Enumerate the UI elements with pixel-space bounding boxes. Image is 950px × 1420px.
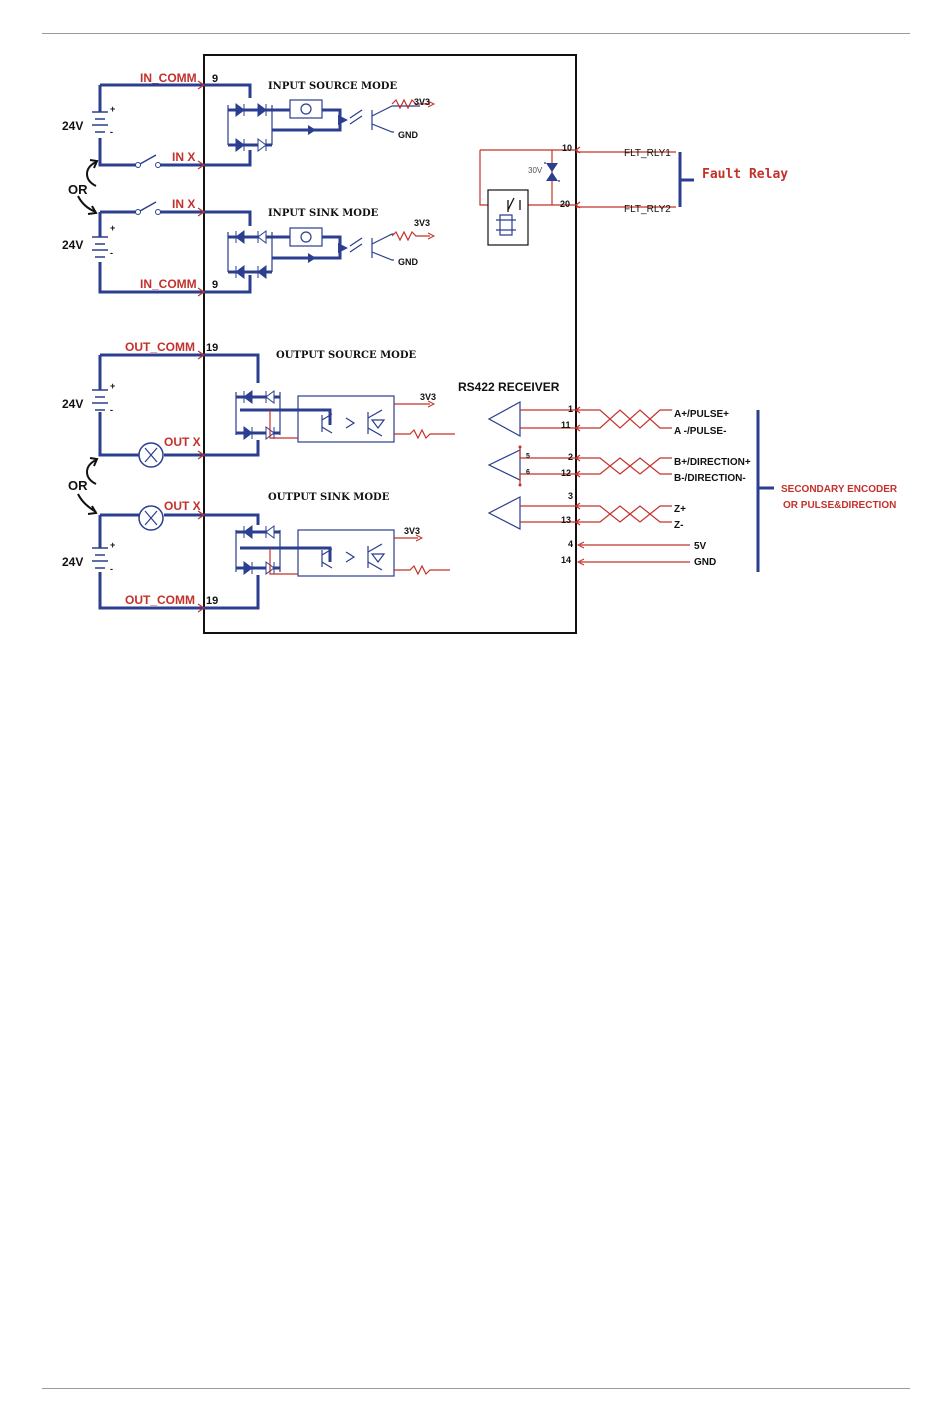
pin-9-a: 9 [212, 73, 218, 85]
fault-relay-title: Fault Relay [702, 167, 788, 182]
plus-4: + [110, 540, 115, 550]
label-5v: 5V [694, 541, 707, 552]
label-24v-4: 24V [62, 555, 83, 569]
label-out-x-2: OUT X [164, 499, 201, 513]
rx-pin-3: 3 [568, 491, 573, 501]
pin-19-a: 19 [206, 342, 218, 354]
input-source-circuit [92, 83, 436, 168]
rx-pin-2: 2 [568, 452, 573, 462]
label-gnd-rx: GND [694, 557, 716, 568]
label-24v-1: 24V [62, 119, 83, 133]
pin-9-b: 9 [212, 279, 218, 291]
mode-input-sink: INPUT SINK MODE [268, 208, 379, 219]
minus-1: - [110, 127, 113, 137]
minus-2: - [110, 248, 113, 258]
drive-box [203, 54, 577, 634]
label-rs422: RS422 RECEIVER [458, 380, 560, 394]
pin-19-b: 19 [206, 595, 218, 607]
label-flt-rly2: FLT_RLY2 [624, 204, 671, 215]
label-b-plus: B+/DIRECTION+ [674, 457, 751, 468]
rx-pin-6: 6 [526, 469, 530, 476]
pin-markers [197, 80, 581, 613]
label-24v-3: 24V [62, 397, 83, 411]
rx-pin-11: 11 [561, 420, 571, 430]
label-gnd-1: GND [398, 130, 419, 140]
mode-output-source: OUTPUT SOURCE MODE [276, 350, 417, 361]
label-a-plus: A+/PULSE+ [674, 409, 729, 420]
label-out-comm-2: OUT_COMM [125, 593, 195, 607]
label-in-x-1: IN X [172, 150, 195, 164]
label-b-minus: B-/DIRECTION- [674, 473, 746, 484]
label-3v3-4: 3V3 [404, 526, 420, 536]
minus-4: - [110, 564, 113, 574]
output-sink-circuit [92, 505, 450, 610]
minus-3: - [110, 405, 113, 415]
label-gnd-2: GND [398, 257, 419, 267]
label-3v3-1: 3V3 [414, 97, 430, 107]
rs422-receiver [487, 400, 774, 572]
rx-pin-13: 13 [561, 515, 571, 525]
output-source-circuit [92, 353, 455, 468]
label-a-minus: A -/PULSE- [674, 426, 726, 437]
plus-3: + [110, 381, 115, 391]
label-z-plus: Z+ [674, 504, 686, 515]
top-rule [42, 33, 910, 34]
label-in-comm-1: IN_COMM [140, 71, 197, 85]
plus-1: + [110, 104, 115, 114]
label-30v: 30V [528, 166, 543, 175]
input-sink-circuit [92, 201, 436, 294]
pin-20: 20 [560, 199, 570, 209]
rx-pin-12: 12 [561, 468, 571, 478]
wiring-diagram: 24V 24V 24V 24V OR OR + - + - + - + - IN… [62, 54, 898, 634]
label-out-x-1: OUT X [164, 435, 201, 449]
mode-output-sink: OUTPUT SINK MODE [268, 492, 390, 503]
label-secondary-2: OR PULSE&DIRECTION [783, 500, 896, 511]
label-in-x-2: IN X [172, 197, 195, 211]
rx-pin-4: 4 [568, 539, 573, 549]
label-or-2: OR [68, 478, 88, 493]
plus-2: + [110, 223, 115, 233]
bottom-rule [42, 1388, 910, 1389]
label-in-comm-2: IN_COMM [140, 277, 197, 291]
label-3v3-2: 3V3 [414, 218, 430, 228]
label-flt-rly1: FLT_RLY1 [624, 148, 671, 159]
rx-pin-1: 1 [568, 404, 573, 414]
label-24v-2: 24V [62, 238, 83, 252]
label-out-comm-1: OUT_COMM [125, 340, 195, 354]
fault-relay-circuit [479, 149, 694, 246]
rx-pin-14: 14 [561, 555, 571, 565]
pin-10: 10 [562, 143, 572, 153]
label-z-minus: Z- [674, 520, 683, 531]
rx-pin-5: 5 [526, 453, 530, 460]
mode-input-source: INPUT SOURCE MODE [268, 81, 397, 92]
label-secondary-1: SECONDARY ENCODER [781, 484, 898, 495]
label-or-1: OR [68, 182, 88, 197]
label-3v3-3: 3V3 [420, 392, 436, 402]
